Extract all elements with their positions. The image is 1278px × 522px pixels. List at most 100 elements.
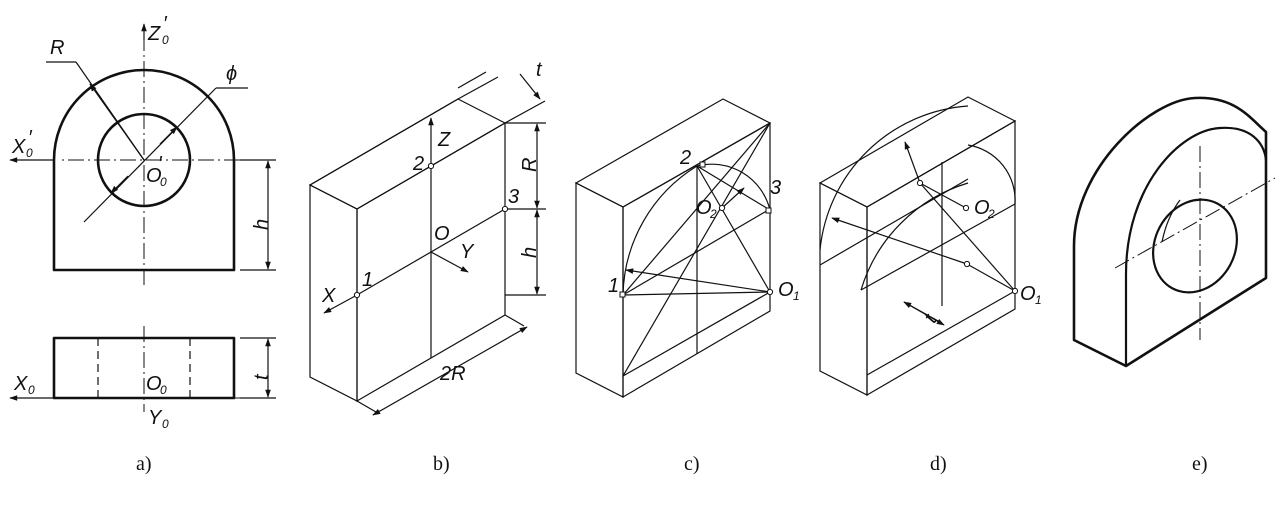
label-o2-c: O [696,197,712,219]
label-r: R [50,37,64,59]
label-o2-d: O [974,197,990,219]
d-radius-arrow-large [831,217,968,265]
phi-arrow-bottom [110,175,129,194]
label-t-b: t [536,59,543,81]
c-line-1-o1 [622,291,771,296]
panel-c-construction [574,98,774,399]
d-line-o-o1 [966,263,1016,292]
label-o0-sub: 0 [160,383,167,397]
box-d-left-face [819,182,868,396]
twor-arrow-right [449,326,528,372]
d-t-arrow-right [903,301,945,326]
t-arrow-b [519,73,541,100]
point-2-c [699,161,706,168]
c-line-2-3 [696,165,771,211]
label-2-b: 2 [412,153,424,175]
c-line-2-o1 [696,165,771,293]
label-o1-d: O [1020,283,1036,305]
d-bottom-offset-line [866,290,1016,376]
label-h-b: h [519,247,541,258]
d-line-2-o1 [919,182,1016,292]
label-z0p: Z [147,23,161,45]
label-3-c: 3 [770,177,781,199]
label-2r: 2R [439,363,466,385]
c-radius-arrow-small [721,187,745,209]
twor-arrow-left [372,370,451,416]
solid-hole [1152,198,1238,294]
box-c-left-face [575,182,624,398]
solid-outer-silhouette [1072,96,1268,368]
r-dimension-arrow [89,83,145,161]
label-x0p-sub: 0 [26,146,33,160]
box-top-edge [309,98,459,186]
caption-a: a) [136,453,152,475]
point-1-b [353,291,361,299]
point-o-d [963,260,971,268]
label-x0: X [13,373,28,395]
t-tail-b [457,71,487,89]
label-t-d: t [919,310,942,327]
box-d-top-face [818,96,1017,208]
panel-e-finished-solid [1072,96,1276,368]
panel-b-isometric-box [308,71,546,416]
label-y: Y [460,241,475,263]
label-o1-c-sub: 1 [793,289,800,303]
label-o0: O [146,373,162,395]
y-axis-arrow [430,251,469,273]
c-diagonal-1 [622,122,771,377]
point-o2-d [962,204,970,212]
box-d-front-face [866,119,1016,397]
solid-hole-inner-edge [1161,199,1181,243]
label-z0p-sub: 0 [162,33,169,47]
caption-e: e) [1192,453,1208,475]
caption-b: b) [433,453,450,475]
label-o0p-prime: ′ [158,153,163,175]
solid-front-face-edge [1124,126,1268,366]
front-view-outline [52,68,236,272]
label-x0p-prime: ′ [28,127,33,149]
point-3-c [765,207,772,214]
solid-oblique-axis [1114,177,1276,269]
label-o1-d-sub: 1 [1035,293,1042,307]
phi-arrow-top [159,126,178,145]
point-o2-c [718,204,726,212]
c-radius-arrow-large [625,268,771,293]
label-o2-d-sub: 2 [987,207,995,221]
twor-extension-left [356,400,377,413]
label-z: Z [437,129,451,151]
label-o0p: O [146,165,162,187]
x-axis-arrow [323,294,358,314]
t-extension-2 [504,100,546,124]
d-horizontal-line [860,203,1016,291]
c-diagonal-2 [622,122,771,296]
label-h-a: h [251,219,273,230]
label-y0-sub: 0 [162,417,169,431]
label-o2-c-sub: 2 [709,207,717,221]
twor-extension-right [504,314,525,327]
label-r-b: R [519,158,541,172]
point-2-b [427,162,435,170]
panel-a-top-view [9,326,276,412]
label-o0p-sub: 0 [160,175,167,189]
d-line-2-o2 [919,182,967,209]
point-2-d [916,179,924,187]
label-t-a: t [251,373,273,380]
label-x0p: X [11,136,26,158]
d-radius-arrow-small [904,141,921,184]
label-3-b: 3 [508,186,519,208]
panel-d-construction [818,96,1019,397]
label-1-b: 1 [362,269,373,291]
panel-a-front-view [9,23,276,285]
label-1-c: 1 [608,275,619,297]
point-3-b [501,205,509,213]
point-o1-c [766,288,774,296]
label-o: O [434,223,450,245]
d-back-large-arc [819,105,969,251]
phi-dimension-line [83,87,217,223]
c-large-arc [622,165,698,296]
c-bottom-offset-line [622,291,771,377]
label-x: X [321,285,336,307]
label-2-c: 2 [679,147,691,169]
caption-d: d) [930,453,947,475]
